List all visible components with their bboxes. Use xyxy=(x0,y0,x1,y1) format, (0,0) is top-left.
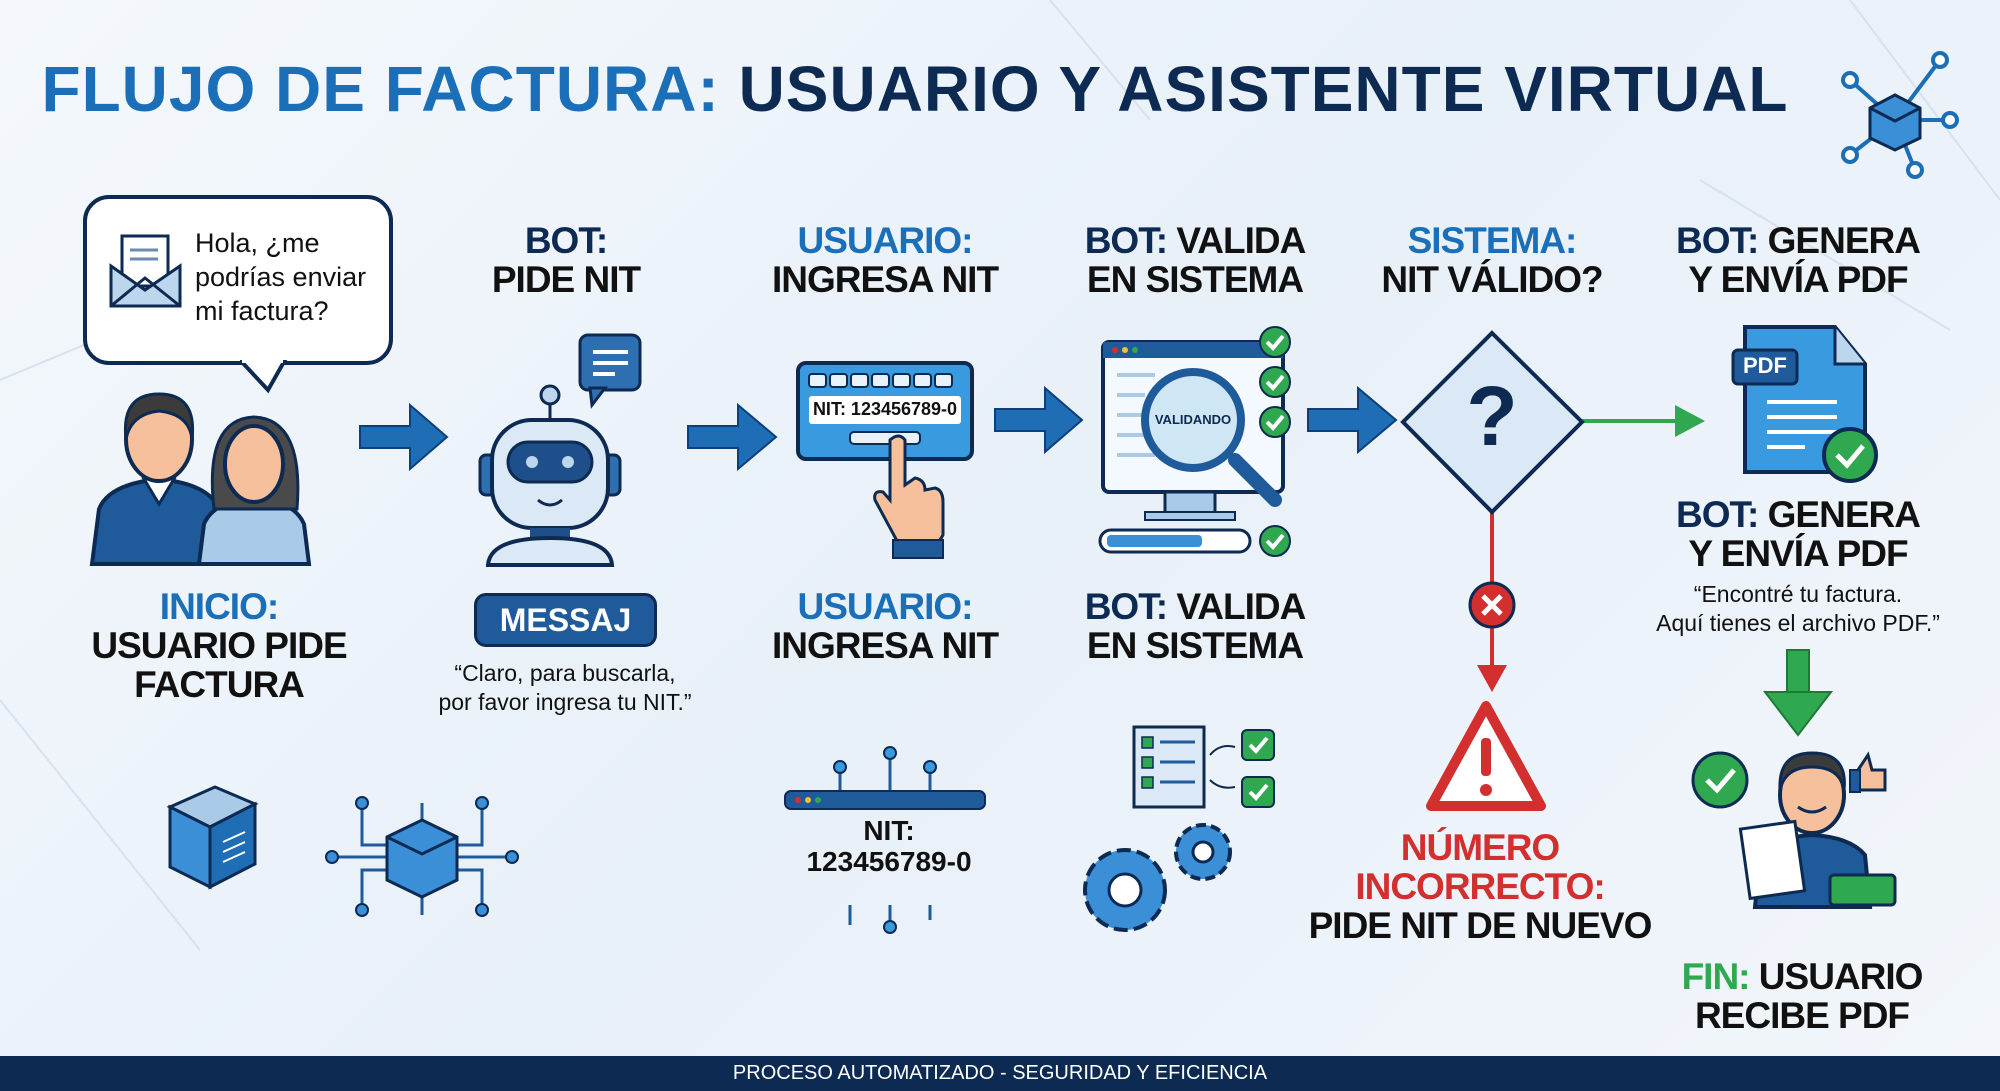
validando-label: VALIDANDO xyxy=(1154,412,1232,427)
check-icon xyxy=(1259,406,1291,438)
nit-network-icon xyxy=(784,746,986,934)
title-accent: FLUJO DE FACTURA: xyxy=(41,53,720,125)
end-label: FIN: xyxy=(1681,956,1751,997)
check-icon xyxy=(1259,366,1291,398)
arrow-right-icon xyxy=(1307,385,1398,455)
pdf-label: PDF xyxy=(1743,353,1787,378)
nit-value: 123456789-0 xyxy=(806,846,972,877)
step-text: FACTURA xyxy=(134,664,305,705)
quote-line: por favor ingresa tu NIT.” xyxy=(438,689,692,715)
user-receives-pdf-icon xyxy=(1691,751,1897,909)
bubble-text: Hola, ¿me podrías enviar mi factura? xyxy=(195,228,367,326)
speech-bubble xyxy=(83,195,393,365)
step-label: BOT: xyxy=(1084,220,1168,261)
network-cube-icon xyxy=(1841,51,1959,179)
step-sistema-heading: SISTEMA:NIT VÁLIDO? xyxy=(1381,220,1603,300)
footer-bar: PROCESO AUTOMATIZADO - SEGURIDAD Y EFICI… xyxy=(0,1056,2000,1091)
message-button[interactable]: MESSAJ xyxy=(474,593,657,647)
check-icon xyxy=(1241,729,1275,761)
arrow-down-icon xyxy=(1762,691,1834,737)
keypad-icon xyxy=(796,361,974,559)
step-label: USUARIO: xyxy=(797,586,974,627)
arrow-right-icon xyxy=(994,385,1084,455)
step-text: USUARIO PIDE xyxy=(91,625,347,666)
step-text: VALIDA xyxy=(1176,586,1306,627)
step-label: INICIO: xyxy=(159,586,279,627)
arrow-right-icon xyxy=(359,402,449,472)
monitor-validation-icon xyxy=(1098,326,1291,557)
step-text: EN SISTEMA xyxy=(1086,259,1304,300)
step-text: Y ENVÍA PDF xyxy=(1688,533,1908,574)
bubble-tail xyxy=(240,360,288,394)
step-text: EN SISTEMA xyxy=(1086,625,1304,666)
step-text: NIT VÁLIDO? xyxy=(1381,259,1603,300)
check-icon xyxy=(1259,525,1291,557)
arrow-yes-icon xyxy=(1675,405,1705,437)
nit-label: NIT: xyxy=(863,815,915,846)
step-text: PIDE NIT xyxy=(491,259,641,300)
step-bot-pide-heading: BOT:PIDE NIT xyxy=(491,220,641,300)
check-icon xyxy=(1691,751,1749,809)
network-cube-icon-2 xyxy=(325,796,519,917)
title-main: USUARIO Y ASISTENTE VIRTUAL xyxy=(738,53,1789,125)
quote-line: “Encontré tu factura. xyxy=(1693,581,1903,607)
end-text: USUARIO xyxy=(1758,956,1924,997)
error-x-icon xyxy=(1468,581,1516,629)
users-icon xyxy=(89,392,312,566)
step-label: BOT: xyxy=(1676,494,1759,535)
decision-diamond xyxy=(1400,330,1585,515)
checklist-gears-icon xyxy=(1083,725,1275,932)
page-title: FLUJO DE FACTURA: USUARIO Y ASISTENTE VI… xyxy=(0,52,1830,126)
step-label: BOT: xyxy=(1676,220,1759,261)
check-icon xyxy=(1259,326,1291,358)
step-label: BOT: xyxy=(524,220,608,261)
warning-icon xyxy=(1426,701,1546,811)
arrow-right-icon xyxy=(687,402,778,472)
quote-line: “Claro, para buscarla, xyxy=(454,660,676,686)
error-text: INCORRECTO: xyxy=(1355,866,1605,907)
step-label: USUARIO: xyxy=(797,220,974,261)
end-text: RECIBE PDF xyxy=(1694,995,1910,1036)
arrow-no-icon xyxy=(1477,665,1507,692)
question-mark-icon: ? xyxy=(1466,369,1518,463)
step-text: GENERA xyxy=(1767,494,1921,535)
robot-icon xyxy=(478,333,642,567)
step-text: INGRESA NIT xyxy=(771,625,999,666)
step-usuario-heading-2: USUARIO:INGRESA NIT xyxy=(771,586,999,666)
pdf-file-icon xyxy=(1731,325,1878,483)
error-text: PIDE NIT DE NUEVO xyxy=(1308,905,1653,946)
nit-field[interactable]: NIT: 123456789-0 xyxy=(812,399,958,419)
step-label: SISTEMA: xyxy=(1407,220,1578,261)
step-text: Y ENVÍA PDF xyxy=(1688,259,1908,300)
bot-quote: “Claro, para buscarla, por favor ingresa … xyxy=(438,659,691,717)
step-text: GENERA xyxy=(1767,220,1921,261)
error-text: NÚMERO xyxy=(1400,827,1560,868)
step-usuario-heading: USUARIO:INGRESA NIT xyxy=(771,220,999,300)
step-text: VALIDA xyxy=(1176,220,1306,261)
check-icon xyxy=(1241,776,1275,808)
package-box-icon xyxy=(166,785,259,890)
step-text: INGRESA NIT xyxy=(771,259,999,300)
step-label: BOT: xyxy=(1084,586,1168,627)
bot-quote-pdf: “Encontré tu factura. Aquí tienes el arch… xyxy=(1656,580,1940,638)
envelope-icon xyxy=(109,234,182,308)
nit-display: NIT:123456789-0 xyxy=(806,815,971,877)
quote-line: Aquí tienes el archivo PDF.” xyxy=(1656,610,1940,636)
